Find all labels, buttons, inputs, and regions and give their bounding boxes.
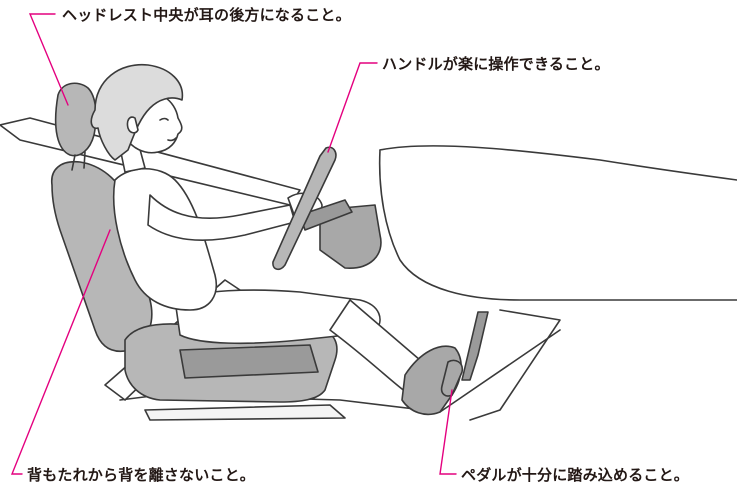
pedal-arm [461, 311, 489, 381]
annotation-steering: ハンドルが楽に操作できること。 [382, 55, 610, 73]
seat-rail [144, 404, 346, 421]
seat-cushion-side [179, 344, 319, 379]
annotation-backrest: 背もたれから背を離さないこと。 [27, 466, 256, 484]
far-leg [319, 204, 382, 269]
hair [90, 63, 184, 161]
thigh [174, 289, 381, 345]
annotation-headrest: ヘッドレスト中央が耳の後方になること。 [62, 6, 351, 24]
ear [126, 116, 139, 134]
leader-backrest [10, 229, 111, 475]
dashboard-outline [378, 149, 737, 301]
floor-panel [469, 309, 561, 421]
leader-pedal [439, 389, 457, 475]
steering-wheel [272, 146, 337, 271]
mouth [167, 137, 177, 142]
leader-steering [327, 62, 378, 153]
car-body-outline [379, 145, 737, 181]
eye [159, 117, 169, 121]
seat-headrest [54, 82, 97, 157]
leader-headrest [28, 13, 69, 106]
headrest-post [71, 151, 86, 171]
annotation-pedal: ペダルが十分に踏み込めること。 [461, 466, 690, 484]
pedal-pad [440, 359, 464, 397]
torso [112, 168, 217, 311]
